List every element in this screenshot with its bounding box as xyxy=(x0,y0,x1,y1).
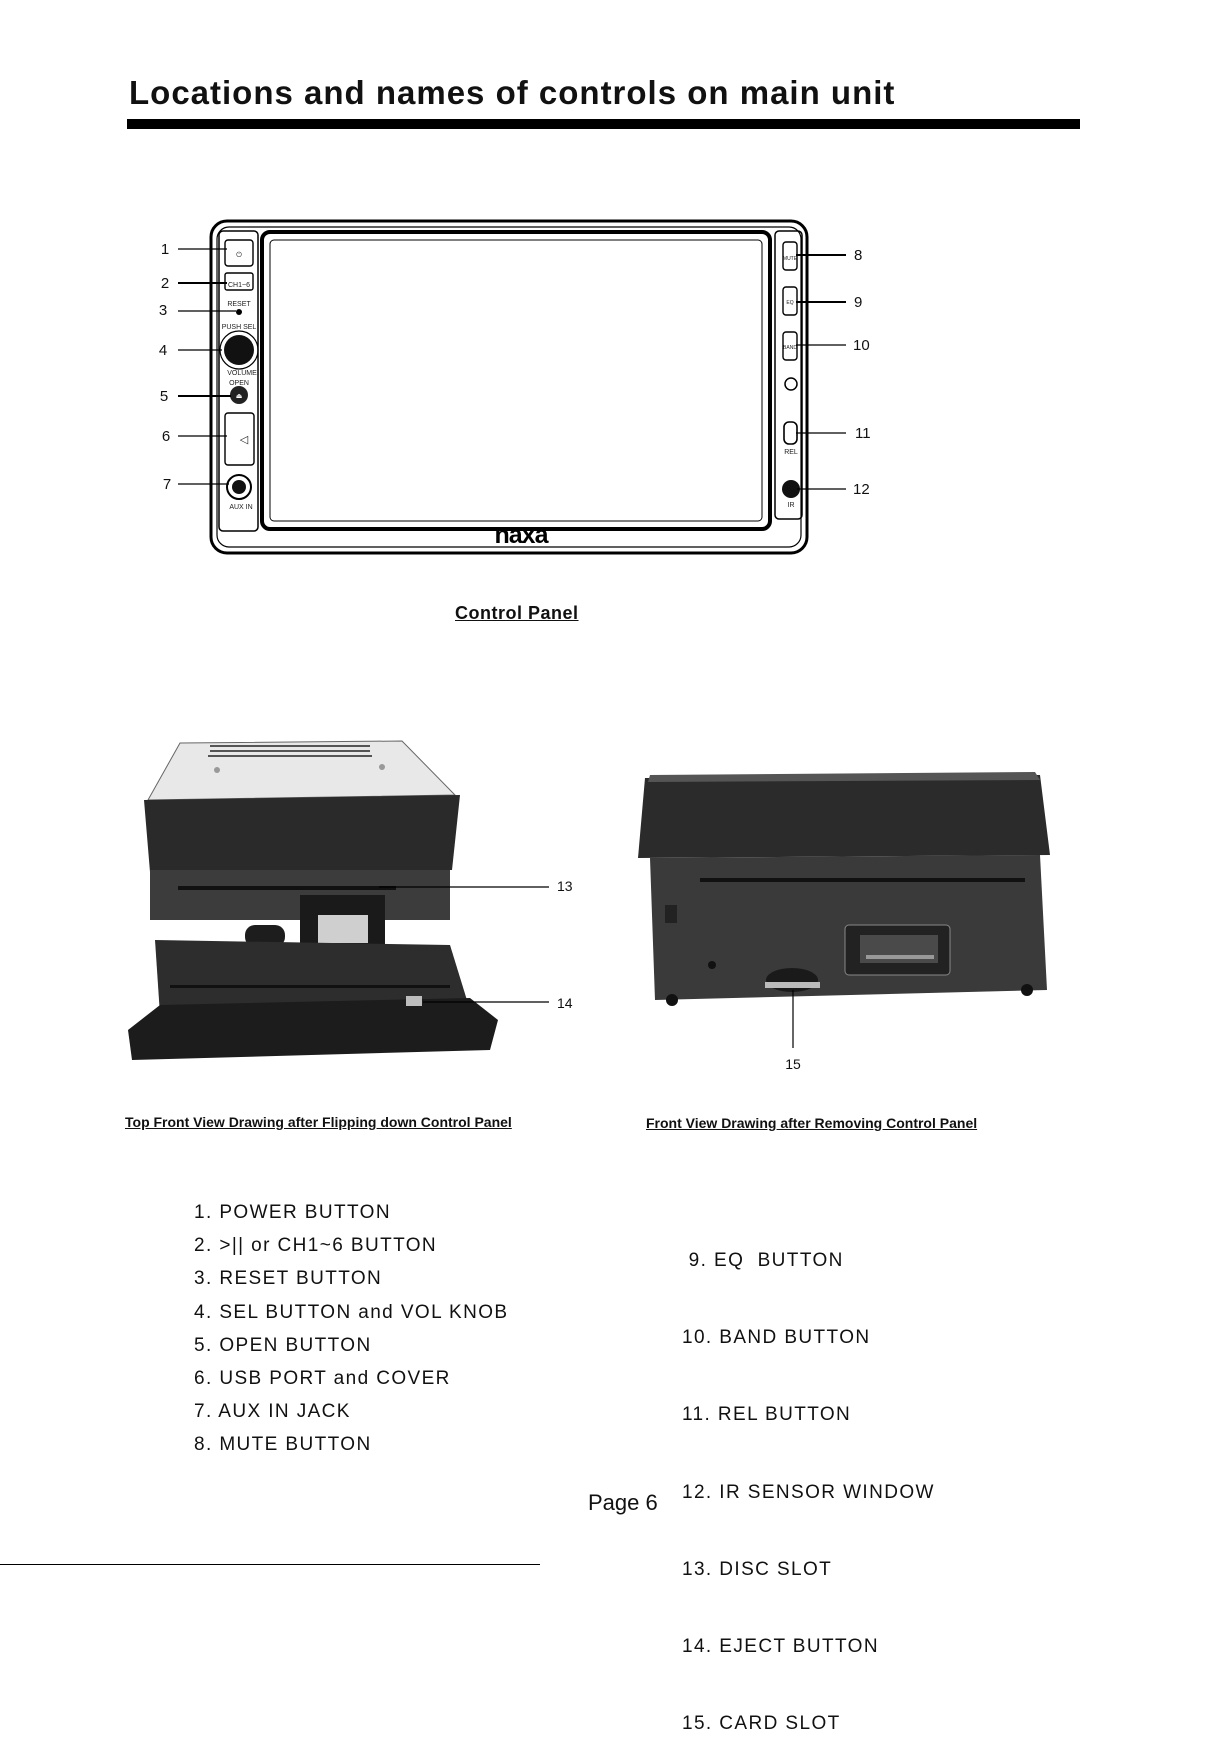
aux-in-label: AUX IN xyxy=(229,504,252,511)
push-sel-label: PUSH SEL xyxy=(222,324,257,331)
control-panel-figure: ⏻ CH1~6 RESET PUSH SEL VOLUME OPEN ⏏ ◁ A… xyxy=(159,219,871,555)
callout-5: 5 xyxy=(160,388,168,405)
legend-item: 14. EJECT BUTTON xyxy=(682,1635,879,1657)
callout-6: 6 xyxy=(162,428,170,445)
volume-knob-drawing xyxy=(224,335,254,365)
usb-cover-drawing xyxy=(224,412,255,466)
callout-3: 3 xyxy=(159,302,167,319)
open-label: OPEN xyxy=(229,380,249,387)
callout-1: 1 xyxy=(161,241,169,258)
callout-11: 11 xyxy=(855,425,871,442)
ch-label: CH1~6 xyxy=(228,282,250,289)
legend-item: 9. EQ BUTTON xyxy=(682,1250,844,1271)
callout-2: 2 xyxy=(161,275,169,292)
arrow-icon: ◁ xyxy=(240,434,249,446)
front-view-figure: 15 xyxy=(638,772,1050,1072)
reset-label: RESET xyxy=(227,301,251,308)
volume-label: VOLUME xyxy=(227,370,257,377)
control-panel-caption: Control Panel xyxy=(455,603,579,623)
legend-item: 8. MUTE BUTTON xyxy=(194,1434,372,1456)
title-rule xyxy=(127,119,1080,129)
eq-label: EQ xyxy=(786,300,793,306)
callout-15: 15 xyxy=(785,1056,801,1072)
callout-12: 12 xyxy=(853,481,870,498)
power-button-drawing xyxy=(224,239,254,267)
footer-rule xyxy=(0,1564,540,1565)
mute-label: MUTE xyxy=(783,256,798,262)
legend-item: 10. BAND BUTTON xyxy=(682,1327,871,1349)
top-front-view-caption: Top Front View Drawing after Flipping do… xyxy=(125,1114,512,1130)
front-view-caption: Front View Drawing after Removing Contro… xyxy=(646,1115,978,1131)
band-label: BAND xyxy=(783,345,797,351)
legend-item: 4. SEL BUTTON and VOL KNOB xyxy=(194,1301,509,1323)
page-number: Page 6 xyxy=(588,1490,658,1515)
callout-10: 10 xyxy=(853,337,870,354)
legend-item: 1. POWER BUTTON xyxy=(194,1202,391,1223)
legend-item: 12. IR SENSOR WINDOW xyxy=(682,1481,935,1503)
callout-9: 9 xyxy=(854,294,862,311)
legend-item: 7. AUX IN JACK xyxy=(194,1401,351,1423)
page-title: Locations and names of controls on main … xyxy=(129,74,896,111)
ir-label: IR xyxy=(788,502,795,509)
naxa-logo: naxa xyxy=(495,521,550,549)
legend-item: 11. REL BUTTON xyxy=(682,1404,852,1426)
legend-item: 5. OPEN BUTTON xyxy=(194,1334,372,1356)
legend-item: 13. DISC SLOT xyxy=(682,1558,833,1580)
legend-item: 2. >|| or CH1~6 BUTTON xyxy=(194,1235,438,1257)
legend-item: 6. USB PORT and COVER xyxy=(194,1367,451,1389)
power-icon: ⏻ xyxy=(236,251,242,259)
legend-item: 3. RESET BUTTON xyxy=(194,1268,383,1290)
callout-14: 14 xyxy=(557,995,573,1011)
callout-8: 8 xyxy=(854,247,862,264)
eject-icon: ⏏ xyxy=(236,393,243,400)
callout-7: 7 xyxy=(163,476,171,493)
top-front-view-figure: 13 14 xyxy=(128,740,573,1060)
legend-item: 15. CARD SLOT xyxy=(682,1713,841,1735)
controls-legend-right: 9. EQ BUTTON 10. BAND BUTTON 11. REL BUT… xyxy=(682,1200,935,1762)
callout-13: 13 xyxy=(557,878,573,894)
figures-canvas: ⏻ CH1~6 RESET PUSH SEL VOLUME OPEN ⏏ ◁ A… xyxy=(128,219,1050,1072)
callout-4: 4 xyxy=(159,342,167,359)
controls-legend-left: 1. POWER BUTTON 2. >|| or CH1~6 BUTTON 3… xyxy=(194,1196,508,1462)
rel-label: REL xyxy=(784,449,798,456)
